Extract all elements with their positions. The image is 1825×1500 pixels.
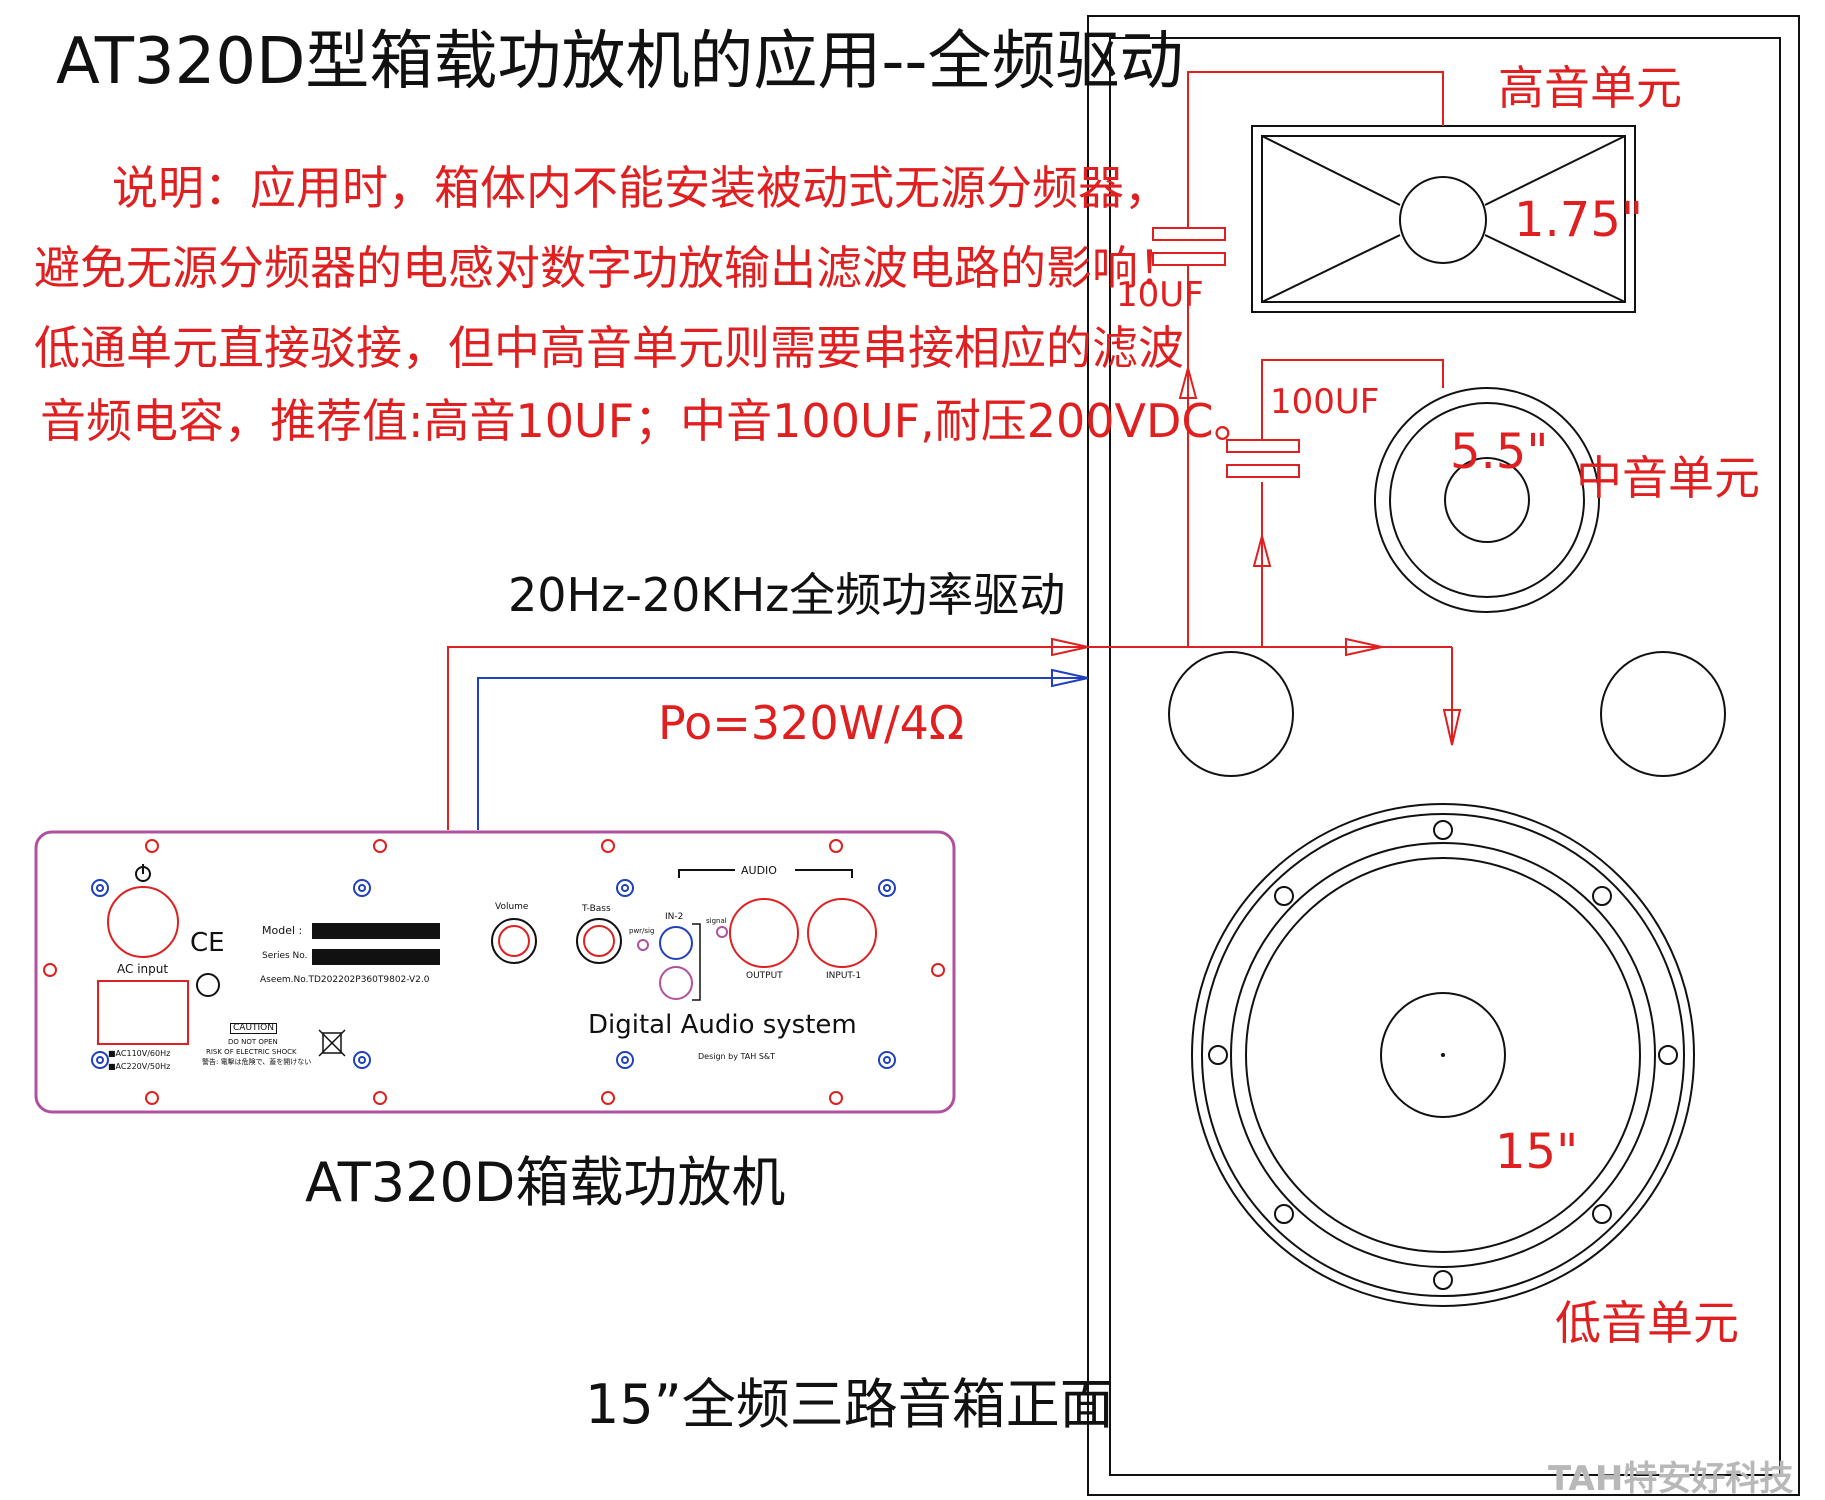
panel-pwr-sig: pwr/sig [629,927,655,935]
panel-do-not-open: DO NOT OPEN [228,1038,278,1046]
panel-brand: Digital Audio system [588,1010,857,1040]
amp-caption: AT320D箱载功放机 [305,1151,786,1214]
panel-volume-label: Volume [495,902,529,912]
panel-series-label: Series No. [262,951,308,961]
tweeter-name: 高音单元 [1498,61,1682,115]
watermark: TAH特安好科技 [1548,1459,1794,1499]
note-line-2: 避免无源分频器的电感对数字功放输出滤波电路的影响！ [34,241,1184,295]
amp-panel [34,830,956,1114]
tweeter-horn [1251,125,1636,313]
mid-name: 中音单元 [1576,451,1760,505]
panel-caution: CAUTION [230,1023,277,1034]
mid-size: 5.5" [1450,424,1549,480]
panel-signal-label: signal [706,917,727,925]
panel-ce-mark: CE [190,928,225,958]
panel-ac-input: AC input [117,962,169,976]
panel-ac110: ■AC110V/60Hz [108,1049,171,1058]
mid-cap-label: 100UF [1270,382,1380,422]
cabinet-caption: 15”全频三路音箱正面 [585,1373,1114,1436]
bass-ports [1168,651,1726,777]
page-title: AT320D型箱载功放机的应用--全频驱动 [56,25,1184,99]
woofer-name: 低音单元 [1555,1296,1739,1350]
panel-aseem: Aseem.No.TD202202P360T9802-V2.0 [260,975,430,985]
panel-risk: RISK OF ELECTRIC SHOCK [206,1048,297,1056]
woofer-driver [1191,803,1695,1307]
power-label: Po=320W/4Ω [658,696,964,750]
signal-label: 20Hz-20KHz全频功率驱动 [508,568,1066,622]
woofer-size: 15" [1495,1124,1579,1180]
red-signal-wire [447,71,1462,830]
panel-audio-label: AUDIO [741,864,777,877]
speaker-cabinet [1087,15,1800,1496]
blue-signal-wire [477,668,1089,830]
note-line-3: 低通单元直接驳接，但中高音单元则需要串接相应的滤波 [34,321,1184,375]
tweeter-size: 1.75" [1514,192,1643,248]
note-line-4: 音频电容，推荐值:高音10UF；中音100UF,耐压200VDC。 [40,394,1260,448]
panel-in2-label: IN-2 [665,912,684,922]
note-line-1: 说明：应用时，箱体内不能安装被动式无源分频器， [112,161,1170,215]
panel-model-label: Model : [262,924,303,937]
panel-warning: 警告: 電擊は危険で、蓋を開けない [202,1058,312,1066]
panel-design: Design by TAH S&T [698,1052,776,1061]
panel-tbass-label: T-Bass [582,904,611,914]
panel-input1-label: INPUT-1 [826,971,862,981]
midrange-driver [1374,387,1600,613]
tweeter-cap-label: 10UF [1116,275,1204,315]
panel-output-label: OUTPUT [746,971,783,981]
panel-ac220: ■AC220V/50Hz [108,1062,171,1071]
